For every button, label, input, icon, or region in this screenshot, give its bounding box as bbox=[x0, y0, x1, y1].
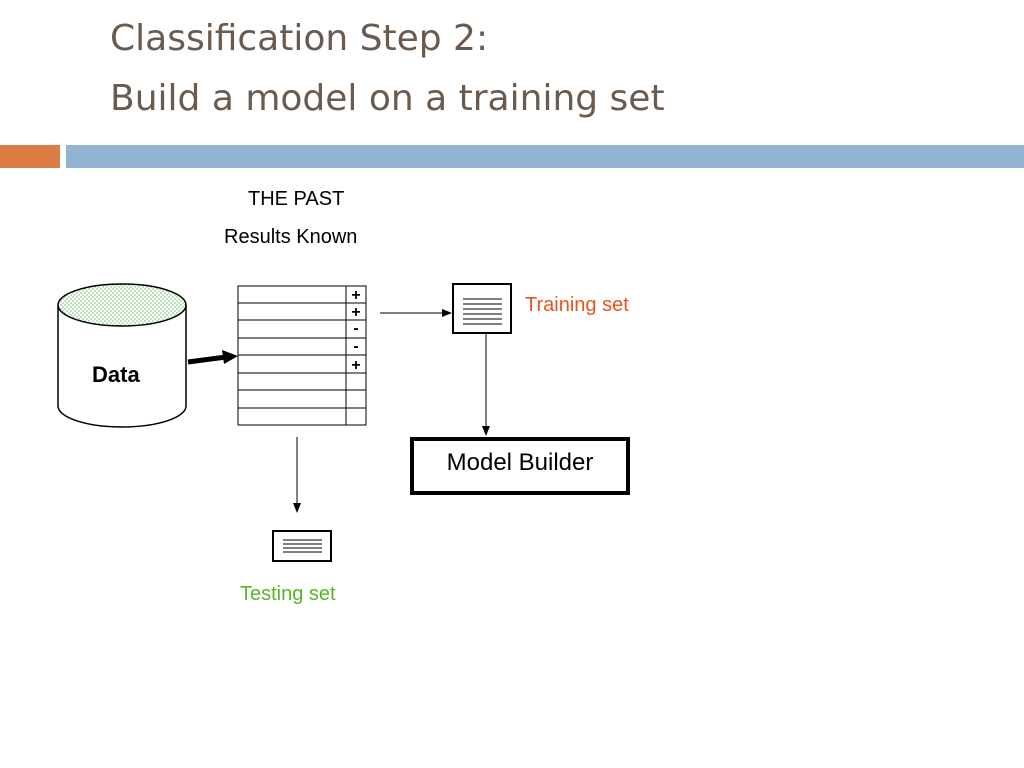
accent-bar-orange bbox=[0, 145, 60, 168]
table-sign-2: + bbox=[351, 304, 361, 321]
table-sign-1: + bbox=[351, 287, 361, 304]
table-sign-5: + bbox=[351, 357, 361, 374]
data-cylinder-icon bbox=[57, 283, 187, 428]
model-builder-box: Model Builder bbox=[410, 437, 630, 495]
past-records-table bbox=[237, 285, 367, 426]
data-to-table-arrow bbox=[187, 350, 238, 365]
accent-bar-blue bbox=[66, 145, 1024, 168]
model-builder-label: Model Builder bbox=[446, 449, 594, 476]
table-sign-4: - bbox=[353, 338, 359, 355]
data-label: Data bbox=[92, 362, 140, 387]
testing-set-document-icon bbox=[272, 530, 332, 562]
testing-set-label: Testing set bbox=[240, 583, 336, 605]
results-known-label: Results Known bbox=[224, 226, 358, 248]
slide-title-line-2: Build a model on a training set bbox=[110, 78, 665, 119]
training-set-label: Training set bbox=[525, 294, 629, 316]
slide-title-line-1: Classification Step 2: bbox=[110, 18, 489, 59]
table-sign-3: - bbox=[353, 320, 359, 337]
training-set-document-icon bbox=[452, 283, 512, 334]
the-past-label: THE PAST bbox=[248, 188, 345, 210]
